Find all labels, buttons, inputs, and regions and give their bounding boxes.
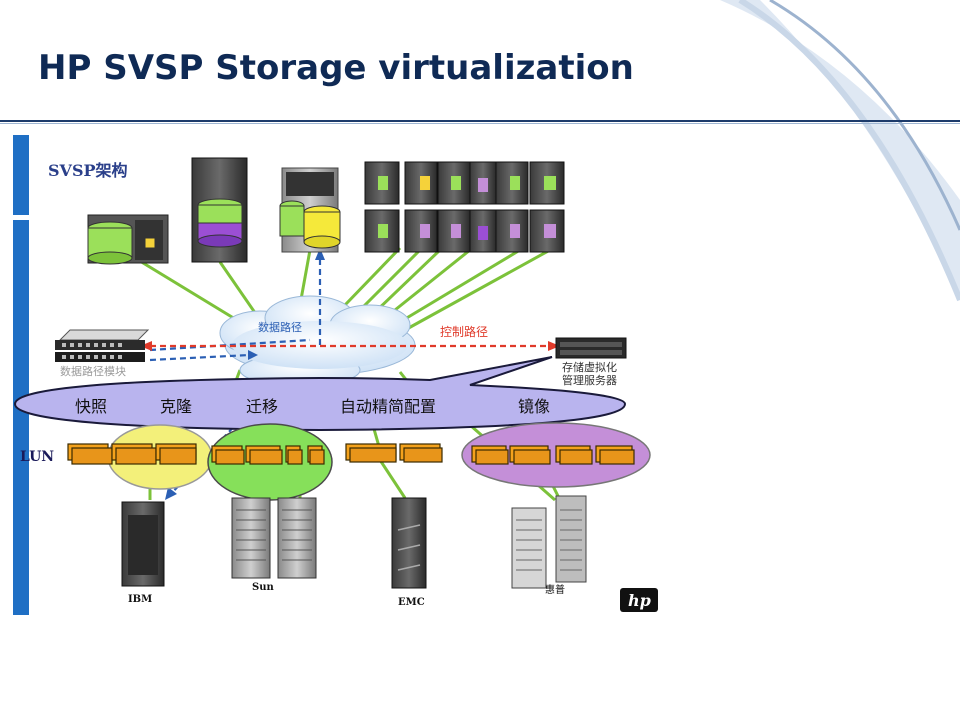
emc-array xyxy=(391,497,427,589)
vendor-hp-label: 惠普 xyxy=(545,583,565,596)
hp-logo-icon: hp xyxy=(620,588,658,612)
service-thin-provisioning: 自动精简配置 xyxy=(340,397,436,416)
management-server-device xyxy=(555,337,627,359)
title-divider xyxy=(0,120,960,122)
storage-device-1 xyxy=(87,214,169,265)
server-unit xyxy=(529,161,565,205)
storage-device-2 xyxy=(191,157,248,263)
control-path-arrow xyxy=(140,341,560,351)
server-unit xyxy=(437,209,471,253)
service-mirroring: 镜像 xyxy=(518,397,550,416)
server-label-line1: 存储虚拟化 xyxy=(562,360,617,374)
server-unit xyxy=(437,161,471,205)
data-path-label: 数据路径 xyxy=(258,320,302,334)
server-unit xyxy=(364,209,400,253)
hp-logo-text: hp xyxy=(628,591,651,610)
service-snapshot: 快照 xyxy=(75,397,107,416)
vendor-emc-label: EMC xyxy=(398,597,425,608)
control-path-label: 控制路径 xyxy=(440,324,488,339)
left-accent-bar-bottom xyxy=(13,220,29,615)
ibm-array xyxy=(121,501,165,587)
storage-device-3 xyxy=(279,167,341,253)
sun-array xyxy=(231,497,317,579)
data-path-arrowheads xyxy=(165,248,325,500)
data-path-module-label: 数据路径模块 xyxy=(60,364,126,378)
service-migration: 迁移 xyxy=(246,397,278,416)
services-ellipse xyxy=(13,356,627,432)
server-unit xyxy=(529,209,565,253)
vendor-ibm-label: IBM xyxy=(128,594,152,605)
network-cloud xyxy=(219,295,416,387)
server-unit xyxy=(495,161,529,205)
service-clone: 克隆 xyxy=(160,397,192,416)
server-unit xyxy=(364,161,400,205)
server-unit xyxy=(469,161,497,205)
server-unit xyxy=(404,161,438,205)
data-path-module-device xyxy=(55,329,150,362)
left-accent-bar-top xyxy=(13,135,29,215)
server-grid xyxy=(364,161,565,253)
lun-label: LUN xyxy=(20,449,54,465)
hp-array xyxy=(511,495,587,589)
services-labels: 快照 克隆 迁移 自动精简配置 镜像 xyxy=(75,397,550,416)
server-unit xyxy=(495,209,529,253)
server-label-line2: 管理服务器 xyxy=(562,373,617,387)
lun-blocks xyxy=(67,443,635,465)
page-title: HP SVSP Storage virtualization xyxy=(38,48,634,88)
title-divider-light xyxy=(0,123,960,124)
server-unit xyxy=(404,209,438,253)
server-unit xyxy=(469,209,497,253)
section-label: SVSP架构 xyxy=(48,161,128,180)
vendor-sun-label: Sun xyxy=(252,582,274,593)
